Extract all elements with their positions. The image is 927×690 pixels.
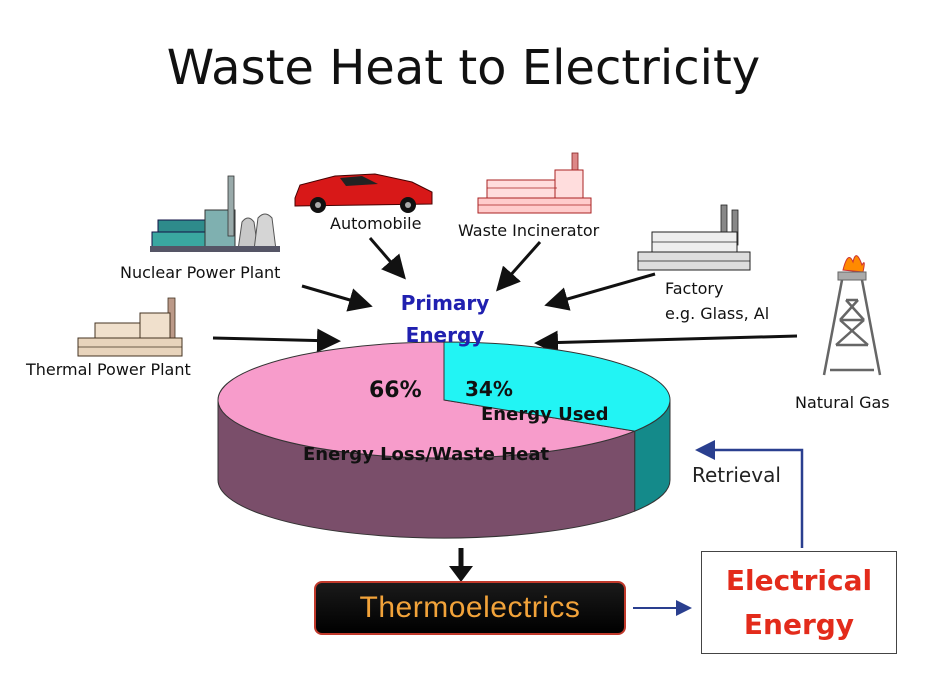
label-waste-incinerator: Waste Incinerator [458,221,600,240]
retrieval-arrow [695,440,804,548]
electrical-energy-line1: Electrical [725,563,873,597]
arrow-incinerator [496,241,542,292]
page-title: Waste Heat to Electricity [166,40,761,96]
electrical-energy-box: Electrical Energy [701,551,897,654]
electrical-energy-line2: Energy [743,607,855,641]
arrow-factory [544,272,656,311]
energy-pie-chart [217,341,671,539]
factory-icon [637,204,751,271]
label-factory: Factory [665,279,724,298]
energy-loss-label: Energy Loss/Waste Heat [303,444,550,465]
arrow-automobile [368,237,406,280]
label-automobile: Automobile [330,214,422,233]
label-natural-gas: Natural Gas [795,393,890,412]
arrow-nuclear [301,284,373,312]
energy-used-label: Energy Used [481,404,609,425]
incinerator-icon [477,152,592,214]
gas-derrick-icon [822,255,882,376]
car-icon [294,173,433,213]
thermal-plant-icon [77,297,183,357]
label-nuclear-power-plant: Nuclear Power Plant [120,263,281,282]
primary-energy-line1: Primary [400,291,490,315]
primary-energy-label: Primary Energy [385,287,505,351]
label-thermal-power-plant: Thermal Power Plant [26,360,191,379]
arrow-thermal [212,328,341,353]
nuclear-plant-icon [150,175,280,252]
thermoelectrics-box: Thermoelectrics [314,581,626,635]
primary-energy-line2: Energy [405,323,485,347]
arrow-natural-gas [534,330,798,355]
label-factory-example: e.g. Glass, Al [665,304,770,323]
used-percent: 34% [465,377,513,401]
retrieval-label: Retrieval [692,463,781,487]
arrow-pie-to-thermo-head [449,566,473,582]
thermoelectrics-label: Thermoelectrics [359,591,581,624]
pie-slice-loss [217,341,637,459]
loss-percent: 66% [369,378,422,403]
pie-slice-used [443,341,671,432]
